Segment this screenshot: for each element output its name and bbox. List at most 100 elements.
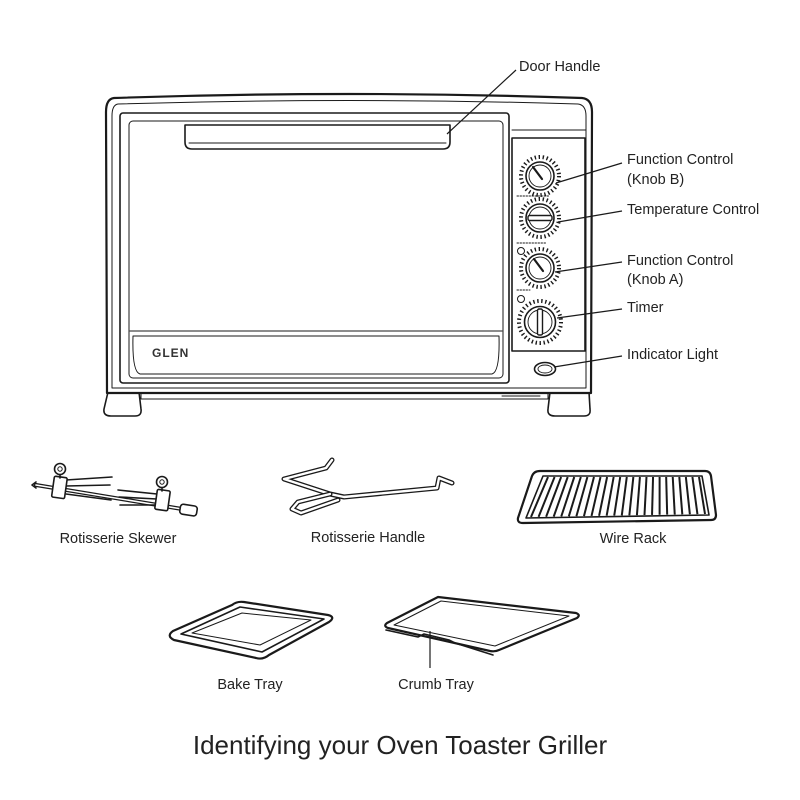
- door-handle: [184, 124, 451, 150]
- temperature-control-label: Temperature Control: [627, 202, 759, 218]
- skewer-end-knob: [178, 503, 199, 517]
- rotisserie-handle: [281, 457, 455, 516]
- right-fork-thumbscrew-center: [159, 479, 165, 485]
- right-fork-prongs: [117, 489, 158, 506]
- rack-wire: [560, 476, 576, 517]
- knob-pointer: [531, 165, 544, 181]
- handle-wire-outline: [281, 457, 455, 500]
- wire-rack-label: Wire Rack: [600, 531, 668, 547]
- rack-wire: [684, 476, 691, 515]
- bake-tray: [168, 600, 334, 660]
- skewer-tip: [31, 481, 37, 489]
- callouts: Door Handle Function Control (Knob B) Te…: [446, 59, 759, 368]
- temperature-control-leader: [557, 210, 623, 223]
- knob-pointer: [532, 257, 545, 273]
- function-control-a-label: Function Control: [627, 253, 733, 269]
- indicator-light-label: Indicator Light: [627, 347, 718, 363]
- oven-underside: [140, 393, 549, 400]
- rack-wire: [691, 476, 699, 515]
- left-fork-thumbscrew-center: [57, 466, 63, 472]
- crumb-tray-outer-edge: [384, 595, 580, 653]
- bake-tray-outer-rim: [168, 600, 334, 660]
- function-control-b-sublabel: (Knob B): [627, 172, 684, 188]
- rack-wire: [665, 476, 669, 515]
- rack-wire: [643, 476, 648, 516]
- oven-body-inner-outline: [111, 100, 587, 389]
- function-control-b-label: Function Control: [627, 152, 733, 168]
- wire-rack: [516, 469, 718, 525]
- door-bottom-band: [132, 335, 500, 375]
- control-panel: [511, 137, 586, 352]
- bake-tray-inner-rim: [180, 606, 325, 653]
- knob-scale-ring: [519, 155, 561, 197]
- door-window-frame: [128, 120, 504, 379]
- oven-door: [119, 112, 510, 384]
- rack-wire: [613, 476, 622, 516]
- rack-wire: [567, 476, 582, 517]
- crumb-tray-label: Crumb Tray: [398, 677, 474, 693]
- rack-wire: [651, 476, 655, 515]
- rack-wire: [620, 476, 628, 516]
- knob-grip: [527, 214, 553, 222]
- indicator-light: [533, 361, 557, 377]
- function-control-a-leader: [554, 261, 623, 273]
- rack-wire: [671, 476, 676, 515]
- wire-rack-inner-frame: [525, 475, 710, 519]
- door-handle-leader: [446, 69, 517, 135]
- rack-wire: [635, 476, 641, 516]
- rack-wire: [552, 476, 569, 517]
- rack-wire: [698, 476, 706, 515]
- rotisserie-handle-label: Rotisserie Handle: [311, 530, 425, 546]
- rack-wire: [605, 476, 615, 516]
- indicator-light-leader: [553, 355, 623, 368]
- function-control-b-leader: [555, 162, 623, 184]
- knob-inner-ring: [528, 256, 552, 280]
- function-knob-a: [519, 247, 561, 289]
- rack-wire: [678, 476, 684, 515]
- knob-scale-ring: [517, 299, 563, 345]
- rack-wire: [537, 476, 556, 518]
- rack-wire: [545, 476, 563, 518]
- crumb-tray-front-lip: [385, 629, 494, 656]
- wire-rack-wires: [530, 476, 706, 518]
- timer-leader: [556, 308, 623, 319]
- timer-label: Timer: [627, 300, 664, 316]
- bake-tray-floor: [191, 612, 312, 646]
- right-foot: [547, 391, 591, 417]
- function-control-a-sublabel: (Knob A): [627, 272, 683, 288]
- function-knob-b: [519, 155, 561, 197]
- rack-wire: [590, 476, 602, 517]
- left-fork-thumbscrew: [53, 462, 67, 476]
- rotisserie-skewer: [31, 462, 199, 517]
- function-symbol-icon: [517, 247, 525, 255]
- handle-wire-fill: [282, 458, 454, 499]
- knob-inner-ring: [528, 164, 552, 188]
- temperature-knob: [519, 197, 561, 239]
- handle-grip-fill: [290, 492, 340, 515]
- crumb-tray: [384, 595, 580, 668]
- timer-knob: [517, 299, 563, 345]
- indicator-light-bezel: [533, 361, 557, 377]
- timer-symbol-icon: [517, 295, 525, 303]
- knob-scale-ring: [519, 197, 561, 239]
- rack-wire: [530, 476, 549, 518]
- rack-wire: [598, 476, 609, 517]
- rotisserie-skewer-label: Rotisserie Skewer: [60, 531, 177, 547]
- left-fork-bracket: [50, 475, 68, 500]
- crumb-tray-inner-edge: [393, 600, 570, 647]
- knob-scale-ring: [519, 247, 561, 289]
- door-handle-label: Door Handle: [519, 59, 600, 75]
- rack-wire: [582, 476, 595, 517]
- knob-grip: [536, 308, 544, 336]
- left-fork-prongs: [65, 476, 113, 501]
- bake-tray-label: Bake Tray: [217, 677, 283, 693]
- rack-wire: [575, 476, 589, 517]
- left-foot: [103, 391, 142, 417]
- diagram-title: Identifying your Oven Toaster Griller: [193, 730, 608, 760]
- oven: GLEN: [103, 92, 594, 417]
- oven-body-outline: [104, 92, 594, 395]
- indicator-light-lens: [537, 364, 553, 374]
- rack-wire: [628, 476, 635, 516]
- right-fork-thumbscrew: [155, 475, 169, 489]
